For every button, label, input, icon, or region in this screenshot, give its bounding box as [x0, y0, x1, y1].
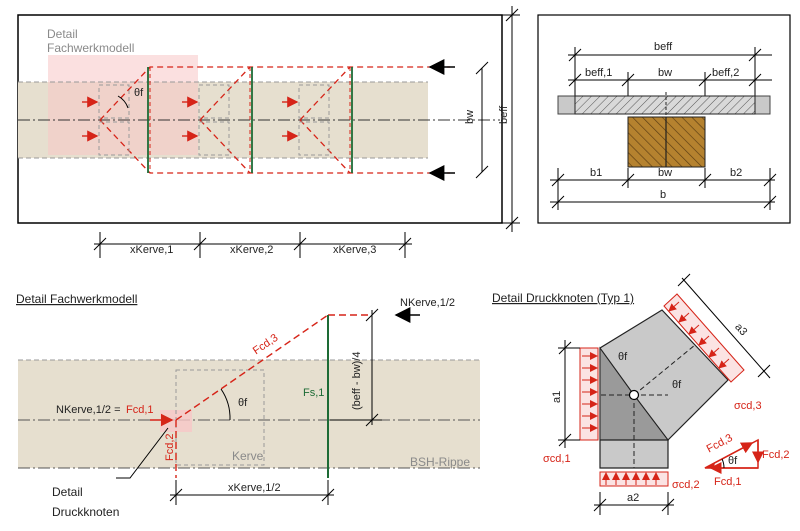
dim-x-kerve-2: xKerve,2 [230, 244, 273, 256]
label-sigma-cd2: σcd,2 [672, 479, 700, 491]
dim-bw-cs-bot: bw [658, 167, 672, 179]
dim-a1: a1 [551, 391, 563, 403]
dim-x-kerve-3: xKerve,3 [333, 244, 376, 256]
detail-label-top-1: Detail [47, 27, 78, 41]
dim-a2: a2 [627, 492, 639, 504]
heading-druckknoten: Detail Druckknoten (Typ 1) [492, 291, 634, 305]
label-fcd1: Fcd,1 [126, 404, 154, 416]
dim-x-kerve-1: xKerve,1 [130, 244, 173, 256]
label-bsh-rippe: BSH-Rippe [410, 455, 470, 469]
label-n-right: NKerve,1/2 [400, 297, 455, 309]
detail-label-top-2: Fachwerkmodell [47, 41, 134, 55]
dim-b1: b1 [590, 167, 602, 179]
dim-beff2: beff,2 [712, 67, 739, 79]
detail-label-druckknoten-1: Detail [52, 485, 83, 499]
dim-b: b [660, 189, 666, 201]
theta-fachwerk: θf [238, 397, 248, 409]
detail-druckknoten: Detail Druckknoten (Typ 1) θf θf σcd,1 σ… [492, 273, 790, 515]
label-fcd3: Fcd,3 [251, 332, 281, 357]
cross-section: beff beff,1 bw beff,2 b1 bw b2 b [537, 14, 791, 224]
dim-vertical-fachwerk: (beff - bw)/4 [351, 352, 363, 411]
dim-x-kerve-half: xKerve,1/2 [228, 482, 281, 494]
dim-beff-cs: beff [654, 41, 673, 53]
label-fcd2: Fcd,2 [164, 433, 176, 461]
dim-b2: b2 [730, 167, 742, 179]
dim-a3: a3 [732, 321, 749, 338]
theta-knoten-2: θf [672, 379, 682, 391]
dim-bw-top: bw [464, 110, 476, 124]
label-fcd3-tri: Fcd,3 [705, 432, 735, 456]
dim-beff-top: beff [498, 105, 510, 124]
theta-triangle: θf [728, 455, 738, 467]
detail-label-druckknoten-2: Druckknoten [52, 505, 119, 519]
dim-beff1: beff,1 [585, 67, 612, 79]
label-sigma-cd3: σcd,3 [734, 400, 762, 412]
label-sigma-cd1: σcd,1 [543, 453, 571, 465]
label-fs1: Fs,1 [303, 387, 324, 399]
label-kerve: Kerve [232, 449, 264, 463]
theta-knoten-1: θf [618, 351, 628, 363]
detail-fachwerkmodell: Detail Fachwerkmodell θf Fcd,3 Fs,1 NKer… [16, 292, 480, 519]
theta-top: θf [134, 87, 144, 99]
label-n-left: NKerve,1/2 = [56, 404, 121, 416]
top-plan-view: θf Detail Fachwerkmodell bw beff xKerve,… [17, 6, 520, 258]
label-fcd1-tri: Fcd,1 [714, 476, 742, 488]
label-fcd2-tri: Fcd,2 [762, 449, 790, 461]
heading-fachwerkmodell: Detail Fachwerkmodell [16, 292, 137, 306]
dim-bw-cs-top: bw [658, 67, 672, 79]
